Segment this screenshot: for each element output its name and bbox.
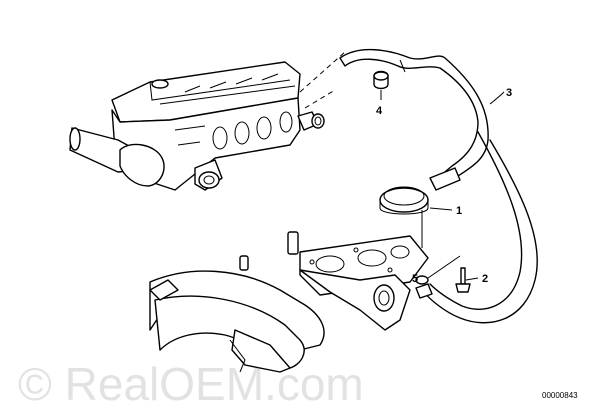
clip-part-5 bbox=[415, 275, 433, 299]
callout-1: 1 bbox=[456, 205, 462, 217]
bolt-part-2 bbox=[455, 267, 471, 293]
vent-hose bbox=[421, 139, 538, 324]
callout-3: 3 bbox=[506, 87, 512, 99]
callout-5: 5 bbox=[412, 273, 418, 285]
watermark: © RealOEM.com bbox=[18, 358, 364, 410]
separator-part-1 bbox=[379, 186, 429, 215]
leader-lines bbox=[380, 90, 505, 281]
assembly-line bbox=[299, 51, 346, 93]
breather-hose bbox=[339, 48, 489, 191]
cylinder-head bbox=[69, 61, 325, 191]
callout-4: 4 bbox=[376, 105, 383, 117]
assembly-line bbox=[304, 89, 336, 109]
callout-2: 2 bbox=[482, 273, 488, 285]
part-code: 00000843 bbox=[542, 391, 578, 400]
intake-manifold bbox=[149, 231, 429, 373]
grommet-part-4 bbox=[373, 70, 389, 90]
